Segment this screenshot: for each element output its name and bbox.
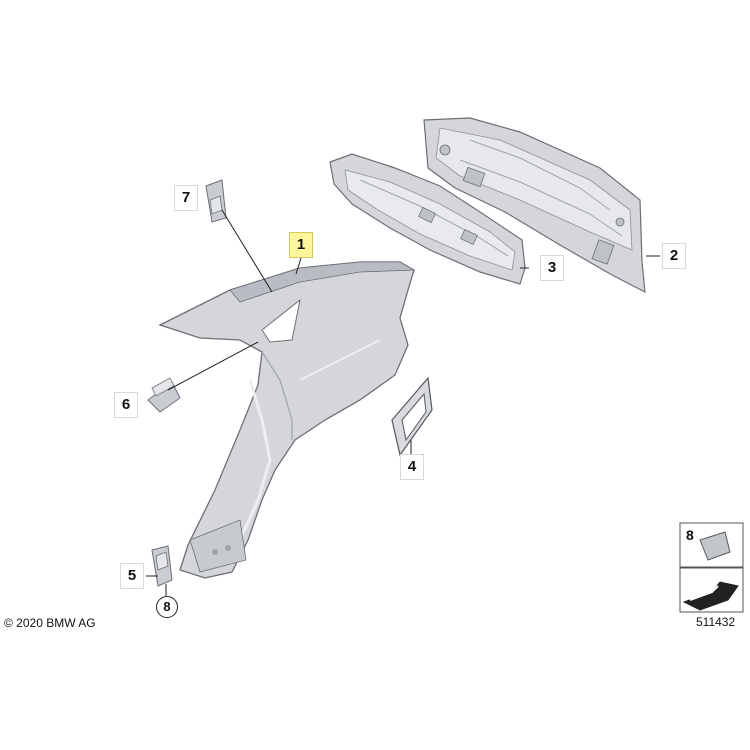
bracket-5-part[interactable]	[151, 545, 173, 587]
callout-part-3[interactable]: 3	[540, 255, 564, 281]
copyright-text: © 2020 BMW AG	[4, 616, 96, 630]
legend-sealing-icon	[699, 531, 731, 561]
callout-part-5[interactable]: 5	[120, 563, 144, 589]
callout-part-1[interactable]: 1	[289, 232, 313, 258]
legend-label-8: 8	[686, 527, 694, 543]
rear-shelf-part[interactable]	[329, 153, 526, 285]
callout-part-4[interactable]: 4	[400, 454, 424, 480]
side-wall-part[interactable]	[158, 261, 416, 579]
callout-part-7[interactable]: 7	[174, 185, 198, 211]
callout-part-6[interactable]: 6	[114, 392, 138, 418]
bracket-7-part[interactable]	[205, 179, 227, 223]
rear-panel-part[interactable]	[423, 117, 646, 294]
callout-circle-8[interactable]: 8	[156, 596, 178, 618]
leader-lines	[146, 209, 660, 596]
diagram-number: 511432	[696, 615, 736, 629]
gasket-part[interactable]	[391, 376, 433, 457]
bracket-6-part[interactable]	[147, 377, 181, 413]
callout-part-2[interactable]: 2	[662, 243, 686, 269]
